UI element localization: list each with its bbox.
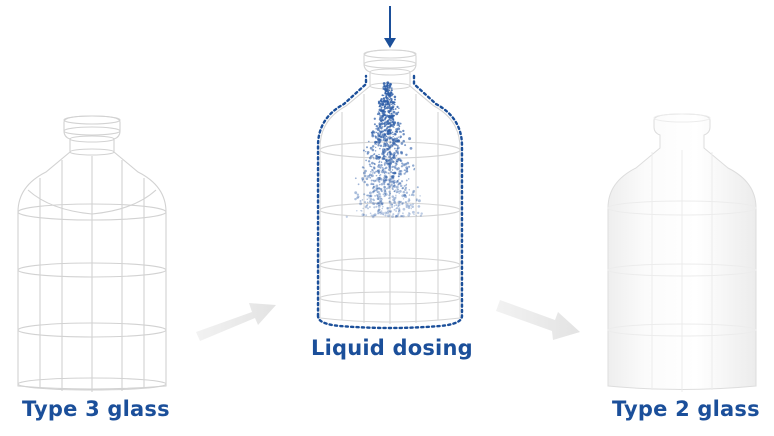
bottle-type3-glass <box>17 115 167 392</box>
down-arrow-icon <box>384 6 396 48</box>
right-arrow-icon <box>196 303 276 341</box>
right-arrow-icon <box>496 300 580 340</box>
dotted-coating-outline <box>316 74 464 330</box>
label-type2-glass: Type 2 glass <box>612 397 760 421</box>
bottle-liquid-dosing <box>316 49 464 330</box>
label-type3-glass: Type 3 glass <box>22 397 170 421</box>
label-liquid-dosing: Liquid dosing <box>311 336 473 360</box>
bottle-type2-glass <box>607 113 757 392</box>
spray-droplets <box>345 81 423 219</box>
